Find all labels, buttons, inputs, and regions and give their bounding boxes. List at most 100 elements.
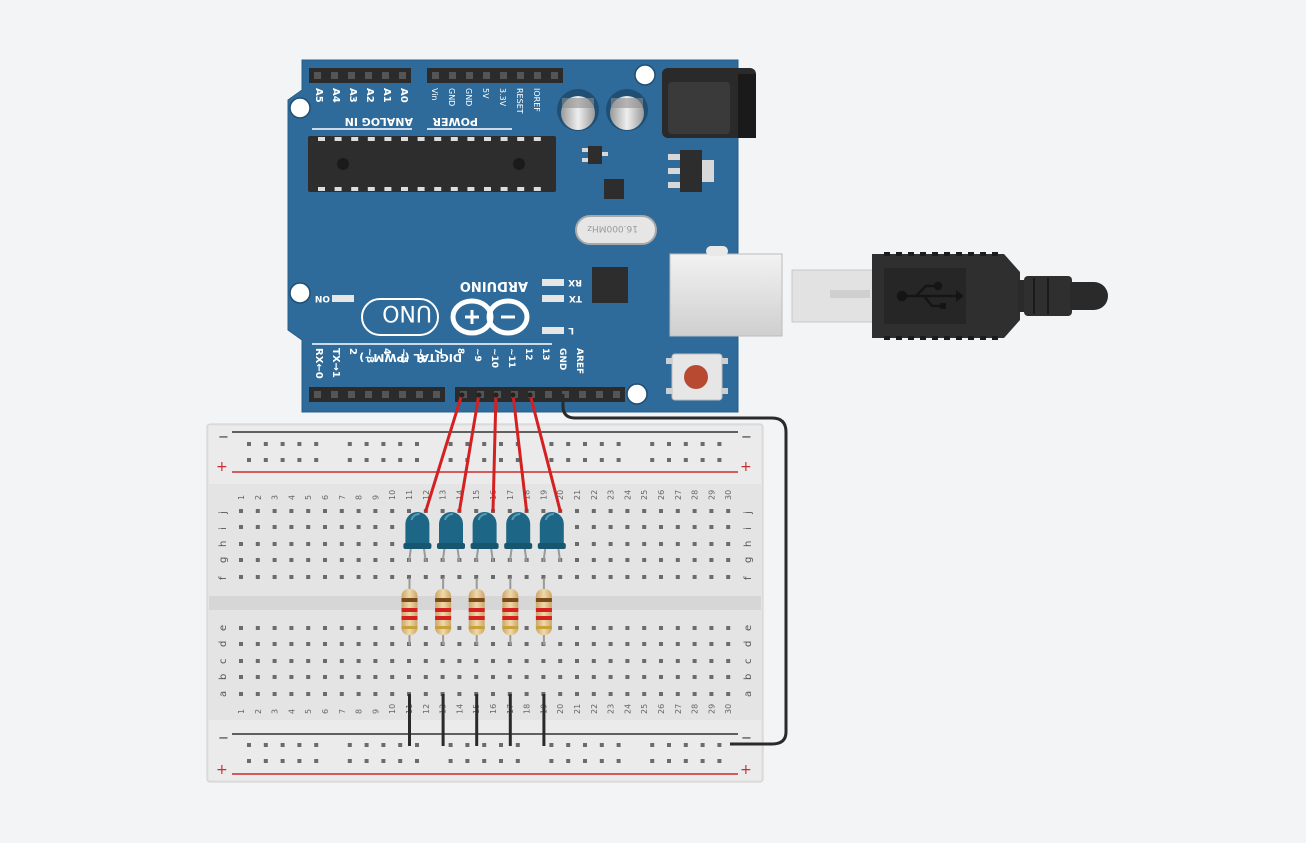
- header-pin: [534, 72, 541, 79]
- usb-plug-ridges: [884, 252, 998, 340]
- breadboard-hole: [591, 542, 596, 546]
- breadboard-hole: [306, 558, 311, 562]
- breadboard-hole: [423, 675, 428, 679]
- column-number: 21: [573, 490, 582, 500]
- rail-minus-label-tr: −: [741, 430, 752, 445]
- header-pin: [314, 391, 321, 398]
- breadboard-hole: [306, 659, 311, 663]
- chip-pin: [467, 187, 475, 191]
- breadboard-hole: [575, 558, 579, 562]
- breadboard-hole: [558, 659, 563, 663]
- breadboard-hole: [524, 692, 529, 696]
- breadboard-hole: [306, 626, 311, 630]
- power-header-label: POWER: [432, 115, 478, 128]
- column-number: 18: [523, 490, 532, 500]
- rail-hole: [297, 458, 302, 462]
- column-number: 1: [237, 495, 246, 500]
- reset-button[interactable]: [666, 353, 728, 401]
- rail-hole: [381, 759, 386, 763]
- breadboard-hole: [659, 692, 663, 696]
- header-pin: [399, 391, 406, 398]
- breadboard-hole: [726, 575, 731, 579]
- breadboard-hole: [558, 575, 563, 579]
- rail-hole: [263, 743, 268, 747]
- rail-hole: [347, 442, 352, 446]
- ground-wire[interactable]: [561, 394, 788, 746]
- resistor-band: [502, 598, 519, 602]
- breadboard-hole: [373, 558, 378, 562]
- breadboard-hole: [591, 558, 596, 562]
- breadboard-hole: [675, 626, 680, 630]
- breadboard: − + − + − + − + 112233445566778899101011…: [206, 423, 764, 783]
- breadboard-hole: [457, 692, 462, 696]
- breadboard-hole: [491, 675, 495, 679]
- breadboard-hole: [591, 509, 596, 513]
- breadboard-hole: [390, 626, 395, 630]
- breadboard-hole: [575, 575, 579, 579]
- column-number: 24: [623, 490, 632, 500]
- header-pin: [365, 72, 372, 79]
- rail-hole: [717, 743, 722, 747]
- breadboard-hole: [323, 525, 327, 529]
- rail-hole: [717, 458, 722, 462]
- breadboard-hole: [608, 558, 613, 562]
- breadboard-hole: [373, 525, 378, 529]
- chip-pin: [334, 137, 342, 141]
- resistor-band: [502, 626, 519, 629]
- header-pin: [613, 391, 620, 398]
- breadboard-hole: [423, 626, 428, 630]
- l-led-label: L: [568, 325, 574, 335]
- digital-pin-label: 13: [540, 348, 550, 361]
- analog-header-label: ANALOG IN: [345, 115, 413, 128]
- breadboard-hole: [239, 626, 243, 630]
- rail-hole: [616, 442, 621, 446]
- breadboard-hole: [659, 626, 663, 630]
- resistor: [468, 578, 485, 645]
- breadboard-hole: [625, 558, 630, 562]
- rail-hole: [599, 759, 604, 763]
- rail-hole: [314, 442, 319, 446]
- power-pin-label: GND: [464, 88, 473, 106]
- breadboard-hole: [659, 542, 663, 546]
- rail-hole: [415, 759, 419, 763]
- resistor-band: [435, 616, 452, 620]
- chip-pin: [417, 187, 425, 191]
- breadboard-hole: [440, 575, 445, 579]
- breadboard-hole: [692, 659, 697, 663]
- rail-hole: [398, 458, 403, 462]
- led-body: [439, 512, 463, 546]
- breadboard-hole: [339, 659, 344, 663]
- usb-ridge: [992, 252, 998, 256]
- usb-cable[interactable]: [791, 252, 1108, 340]
- digital-pin-label: ~3: [364, 348, 375, 363]
- breadboard-hole: [289, 626, 294, 630]
- chip-pin: [351, 137, 359, 141]
- breadboard-hole: [339, 675, 344, 679]
- breadboard-hole: [339, 525, 344, 529]
- chip-pin: [467, 137, 475, 141]
- breadboard-hole: [642, 642, 647, 646]
- resistor-band: [435, 598, 452, 602]
- breadboard-hole: [642, 575, 647, 579]
- resistor: [502, 578, 519, 645]
- column-number: 5: [304, 709, 313, 714]
- resistor-band: [502, 608, 519, 612]
- breadboard-hole: [709, 642, 714, 646]
- breadboard-hole: [339, 642, 344, 646]
- breadboard-hole: [272, 626, 277, 630]
- breadboard-hole: [692, 542, 697, 546]
- arduino-logo: [450, 298, 530, 336]
- rail-hole: [381, 458, 386, 462]
- header-pin: [416, 391, 423, 398]
- resistor-band: [535, 626, 552, 629]
- breadboard-hole: [339, 692, 344, 696]
- rail-plus-label-br: +: [740, 762, 752, 778]
- breadboard-hole: [541, 509, 546, 513]
- breadboard-hole: [255, 692, 260, 696]
- breadboard-hole: [390, 659, 395, 663]
- column-number: 5: [304, 495, 313, 500]
- small-ic: [604, 179, 624, 199]
- breadboard-hole: [457, 659, 462, 663]
- column-number: 8: [355, 709, 364, 714]
